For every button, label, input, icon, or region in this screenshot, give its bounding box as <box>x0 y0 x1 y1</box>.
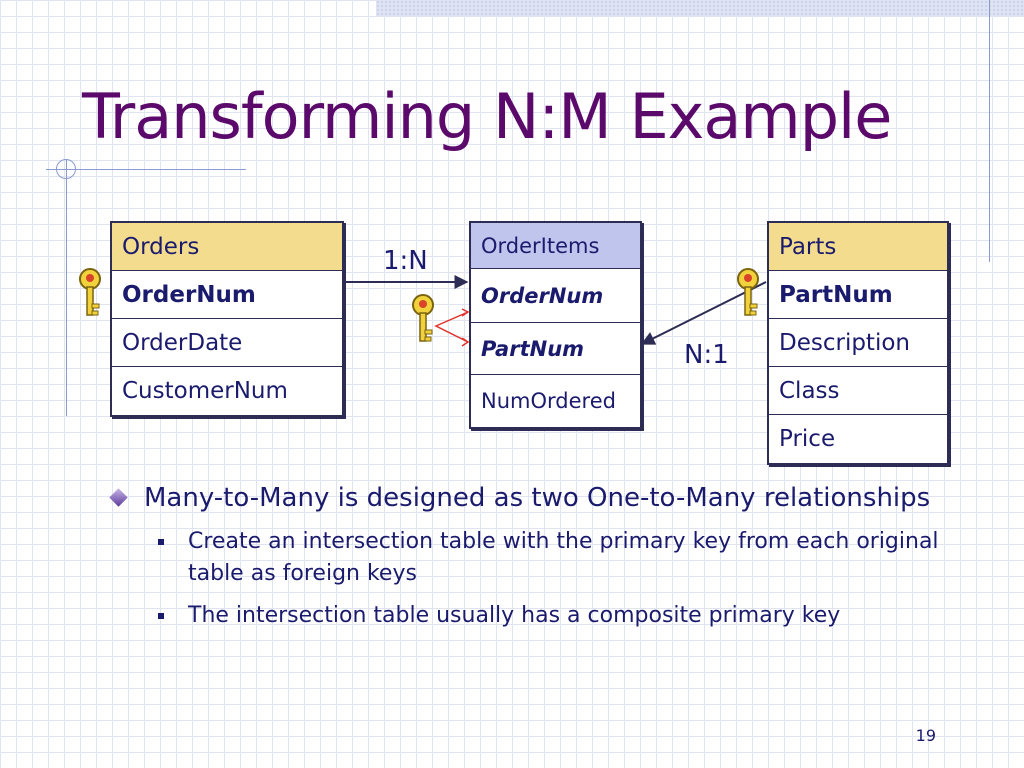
orders-primary-key: OrderNum <box>112 271 342 319</box>
decorative-horizontal-line <box>46 169 246 170</box>
orders-field: CustomerNum <box>122 378 288 404</box>
bullet-sub-text: The intersection table usually has a com… <box>188 603 841 628</box>
page-number: 19 <box>915 726 936 745</box>
bullet-sub: The intersection table usually has a com… <box>108 600 988 632</box>
parts-table: Parts PartNum Description Class Price <box>767 221 949 465</box>
diamond-bullet-icon <box>109 488 128 507</box>
parts-field: Description <box>769 319 947 367</box>
relationship-label-1-n: 1:N <box>383 246 428 276</box>
bullet-main: Many-to-Many is designed as two One-to-M… <box>108 478 988 518</box>
key-icon <box>79 268 101 316</box>
top-decorative-band <box>376 0 1024 16</box>
bullet-list: Many-to-Many is designed as two One-to-M… <box>108 478 988 632</box>
orderitems-field: NumOrdered <box>481 389 616 413</box>
decorative-circle <box>56 159 76 179</box>
relationship-label-n-1: N:1 <box>684 340 729 370</box>
bullet-main-text: Many-to-Many is designed as two One-to-M… <box>144 483 931 513</box>
orderitems-table: OrderItems OrderNum PartNum NumOrdered <box>469 221 642 429</box>
orderitems-header: OrderItems <box>471 223 640 269</box>
parts-header: Parts <box>769 223 947 271</box>
bullet-sub-text: Create an intersection table with the pr… <box>188 529 939 586</box>
decorative-right-line <box>989 0 990 262</box>
parts-field: Price <box>779 426 836 452</box>
key-icon <box>412 294 434 342</box>
parts-field: Class <box>769 367 947 415</box>
square-bullet-icon <box>158 613 164 619</box>
orderitems-foreign-key: PartNum <box>471 323 640 375</box>
slide-title: Transforming N:M Example <box>82 80 892 153</box>
composite-key-bracket <box>434 308 470 347</box>
square-bullet-icon <box>158 539 164 545</box>
bullet-sub: Create an intersection table with the pr… <box>108 526 988 590</box>
orders-field: OrderDate <box>112 319 342 367</box>
orderitems-foreign-key: OrderNum <box>471 269 640 323</box>
orders-header: Orders <box>112 223 342 271</box>
orders-table: Orders OrderNum OrderDate CustomerNum <box>110 221 344 417</box>
key-icon <box>737 268 759 316</box>
decorative-vertical-line <box>66 160 67 416</box>
parts-primary-key: PartNum <box>769 271 947 319</box>
